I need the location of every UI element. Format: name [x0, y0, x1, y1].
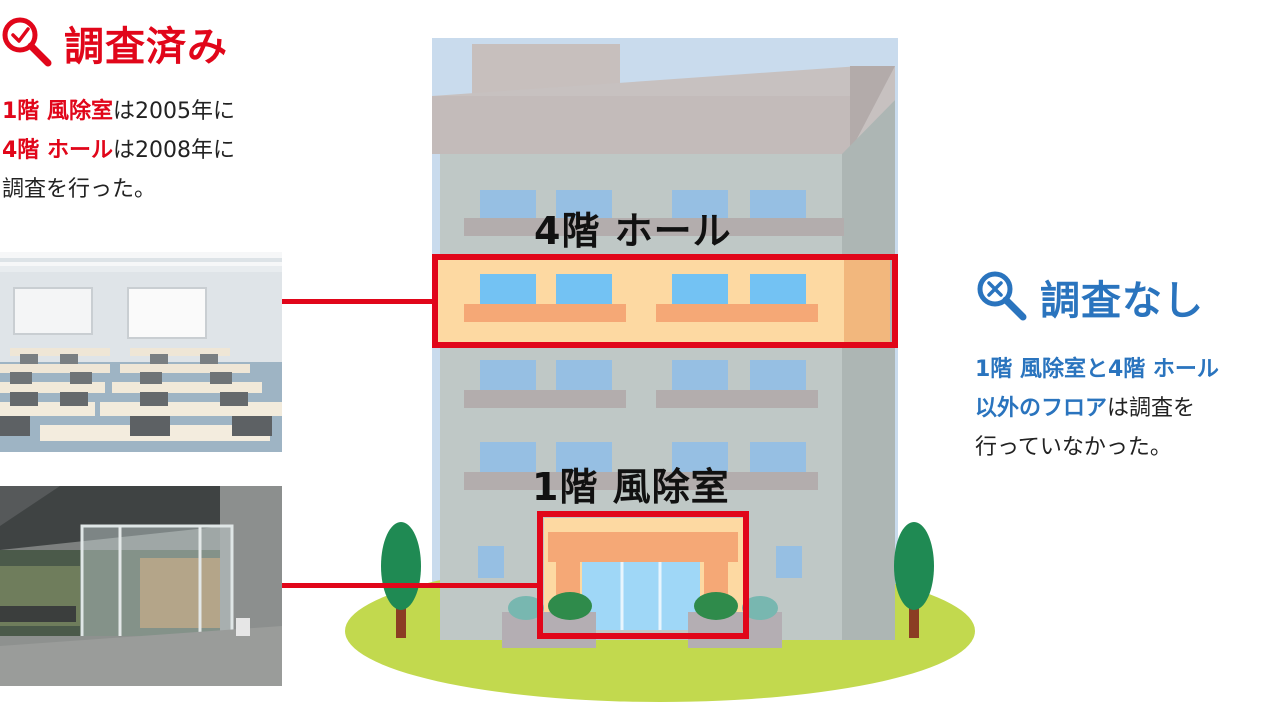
surveyed-line3: 調査を行った。 [2, 177, 157, 202]
surveyed-line2-rest: は2008年に [112, 138, 235, 163]
not-surveyed-line3: 行っていなかった。 [975, 435, 1172, 460]
not-surveyed-title: 調査なし [1040, 278, 1204, 324]
floor4-highlight-box [432, 254, 898, 348]
not-surveyed-line2-rest: は調査を [1107, 396, 1196, 421]
surveyed-line1-rest: は2005年に [112, 99, 235, 124]
vestibule-photo [0, 486, 282, 686]
floor1-label: 1階 風除室 [532, 465, 730, 509]
surveyed-header: 調査済み [0, 14, 228, 72]
floor4-label: 4階 ホール [534, 209, 732, 253]
not-surveyed-line1: 1階 風除室と4階 ホール [975, 357, 1219, 382]
surveyed-floor4-emph: 4階 ホール [2, 138, 113, 163]
surveyed-floor1-emph: 1階 風除室 [2, 99, 113, 124]
not-surveyed-description: 1階 風除室と4階 ホール 以外のフロアは調査を 行っていなかった。 [975, 350, 1287, 467]
not-surveyed-header: 調査なし [974, 268, 1204, 326]
not-surveyed-line2-emph: 以外のフロア [975, 396, 1108, 421]
floor1-highlight-box [537, 511, 749, 639]
magnifier-check-icon [2, 17, 52, 67]
hall-leader-line [282, 299, 434, 304]
hall-photo [0, 252, 282, 452]
surveyed-title: 調査済み [64, 24, 228, 70]
magnifier-x-icon [977, 271, 1027, 321]
surveyed-description: 1階 風除室は2005年に 4階 ホールは2008年に 調査を行った。 [2, 92, 235, 209]
vestibule-leader-line [282, 583, 540, 588]
